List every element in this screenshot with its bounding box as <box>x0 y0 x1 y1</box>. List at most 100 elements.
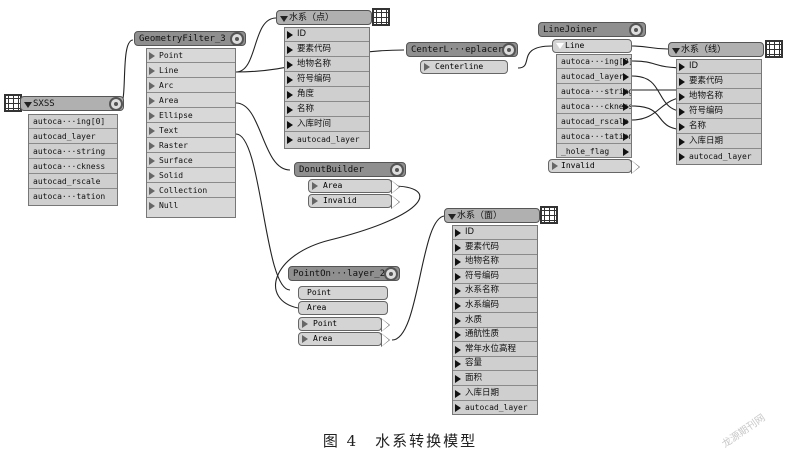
collapse-icon[interactable] <box>448 214 456 220</box>
list-item[interactable]: autoca···ing[0] <box>29 115 117 129</box>
list-item[interactable]: autocad_layer <box>285 133 369 147</box>
output-port[interactable]: Text <box>147 124 235 138</box>
input-port[interactable]: Area <box>298 301 388 315</box>
output-port[interactable]: Null <box>147 199 235 213</box>
list-item[interactable]: autoca···ckness <box>29 160 117 174</box>
port-arrow-icon <box>302 320 308 328</box>
output-port[interactable]: Point <box>298 317 390 332</box>
collapse-icon[interactable] <box>280 16 288 22</box>
input-port[interactable]: Point <box>298 286 388 300</box>
list-item[interactable]: autocad_layer <box>557 70 631 84</box>
list-item[interactable]: autocad_rscale <box>557 115 631 129</box>
list-item[interactable]: autoca···tation <box>557 130 631 144</box>
list-item[interactable]: 符号编码 <box>285 73 369 87</box>
attr-label: autoca···tation <box>33 192 106 201</box>
list-item[interactable]: autocad_layer <box>453 401 537 415</box>
port-arrow-icon <box>424 63 430 71</box>
output-port[interactable]: Solid <box>147 169 235 183</box>
attr-label: 水系编码 <box>465 300 500 310</box>
output-port[interactable]: Point <box>147 49 235 63</box>
port-arrow-icon <box>149 67 155 75</box>
input-port[interactable]: Line <box>552 39 632 53</box>
gear-icon[interactable] <box>502 43 516 57</box>
shuixi-dian-header[interactable]: 水系（点） <box>276 10 372 25</box>
output-port[interactable]: Centerline <box>420 60 508 74</box>
list-item[interactable]: 通航性质 <box>453 328 537 343</box>
list-item[interactable]: 水质 <box>453 314 537 328</box>
list-item[interactable]: 要素代码 <box>285 43 369 57</box>
output-port[interactable]: Invalid <box>548 159 640 174</box>
output-port[interactable]: Area <box>298 332 390 347</box>
port-arrow-icon <box>455 258 461 267</box>
output-port[interactable]: Arc <box>147 79 235 93</box>
list-item[interactable]: 地物名称 <box>453 255 537 270</box>
centerreplacer-header[interactable]: CenterL···eplacer <box>406 42 518 57</box>
list-item[interactable]: autocad_layer <box>677 150 761 164</box>
attr-label: autoca···ckness <box>561 102 631 111</box>
attr-label: 地物名称 <box>297 59 332 69</box>
table-icon <box>540 206 558 224</box>
gear-icon[interactable] <box>384 267 398 281</box>
port-label: Line <box>159 66 179 75</box>
output-port[interactable]: Collection <box>147 184 235 198</box>
port-label: Invalid <box>561 161 595 170</box>
list-item[interactable]: 水系名称 <box>453 284 537 299</box>
geomfilter-header[interactable]: GeometryFilter_3 <box>134 31 246 46</box>
list-item[interactable]: autoca···string <box>29 145 117 159</box>
list-item[interactable]: 名称 <box>677 120 761 134</box>
list-item[interactable]: ID <box>677 60 761 74</box>
shuixi-xian-header[interactable]: 水系（线） <box>668 42 764 57</box>
list-item[interactable]: 入库日期 <box>453 387 537 401</box>
output-port[interactable]: Invalid <box>308 194 400 209</box>
gear-icon[interactable] <box>230 32 244 46</box>
list-item[interactable]: 角度 <box>285 88 369 102</box>
list-item[interactable]: _hole_flag <box>557 145 631 159</box>
list-item[interactable]: autocad_layer <box>29 130 117 144</box>
list-item[interactable]: 要素代码 <box>677 75 761 89</box>
output-port[interactable]: Raster <box>147 139 235 153</box>
list-item[interactable]: 水系编码 <box>453 299 537 313</box>
pointonarea-header[interactable]: PointOn···layer_2 <box>288 266 400 281</box>
port-label: Line <box>565 41 585 50</box>
port-arrow-icon <box>455 331 461 340</box>
list-item[interactable]: 要素代码 <box>453 241 537 255</box>
list-item[interactable]: autoca···ing[0] <box>557 55 631 69</box>
list-item[interactable]: 入库时间 <box>285 118 369 132</box>
attr-label: ID <box>689 61 699 71</box>
port-arrow-icon <box>679 93 685 101</box>
list-item[interactable]: 容量 <box>453 357 537 372</box>
list-item[interactable]: autocad_rscale <box>29 175 117 189</box>
list-item[interactable]: 符号编码 <box>453 270 537 284</box>
output-port[interactable]: Surface <box>147 154 235 168</box>
output-port[interactable]: Line <box>147 64 235 78</box>
list-item[interactable]: 名称 <box>285 103 369 117</box>
donutbuilder-header[interactable]: DonutBuilder <box>294 162 406 177</box>
shuixi-mian-header[interactable]: 水系（面） <box>444 208 540 223</box>
port-label: Text <box>159 126 179 135</box>
gear-icon[interactable] <box>109 97 123 111</box>
list-item[interactable]: 面积 <box>453 372 537 386</box>
output-port[interactable]: Area <box>308 179 400 194</box>
collapse-icon[interactable] <box>24 102 32 108</box>
linejoiner-header[interactable]: LineJoiner <box>538 22 646 37</box>
gear-icon[interactable] <box>629 23 643 37</box>
gear-icon[interactable] <box>390 163 404 177</box>
output-port[interactable]: Area <box>147 94 235 108</box>
collapse-icon[interactable] <box>672 48 680 54</box>
output-arrow-icon <box>381 318 390 332</box>
list-item[interactable]: autoca···tation <box>29 190 117 204</box>
node-title: SXSS <box>33 99 55 109</box>
list-item[interactable]: 常年水位高程 <box>453 343 537 357</box>
list-item[interactable]: 符号编码 <box>677 105 761 119</box>
list-item[interactable]: 入库日期 <box>677 135 761 149</box>
list-item[interactable]: autoca···string <box>557 85 631 99</box>
list-item[interactable]: 地物名称 <box>677 90 761 104</box>
list-item[interactable]: ID <box>285 28 369 42</box>
geomfilter-port-list: Point Line Arc Area Ellipse Text Raster … <box>146 48 236 218</box>
output-port[interactable]: Ellipse <box>147 109 235 123</box>
attr-label: ID <box>297 29 307 39</box>
list-item[interactable]: autoca···ckness <box>557 100 631 114</box>
list-item[interactable]: 地物名称 <box>285 58 369 72</box>
sxss-header[interactable]: SXSS <box>20 96 124 111</box>
list-item[interactable]: ID <box>453 226 537 240</box>
